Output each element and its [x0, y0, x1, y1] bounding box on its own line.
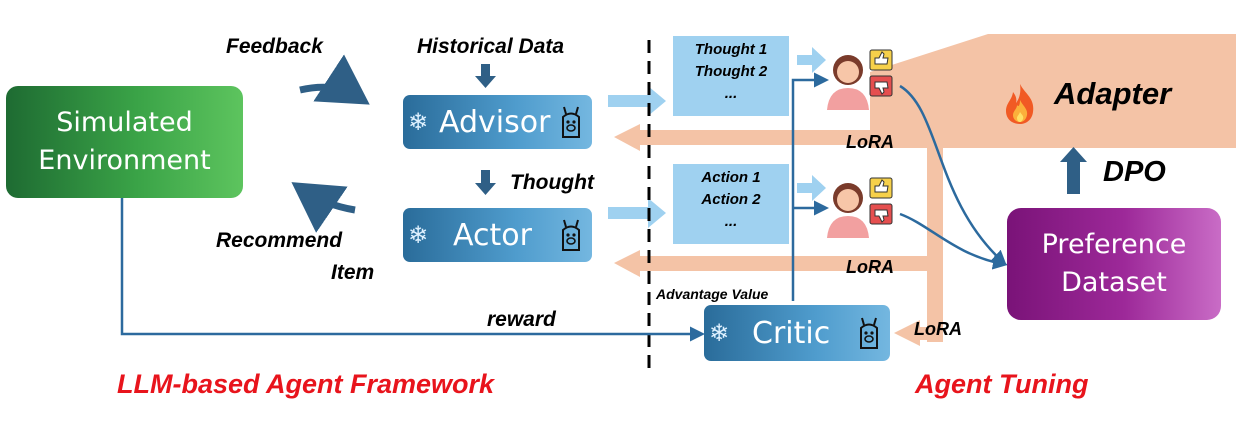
- snowflake-icon: ❄: [408, 108, 429, 136]
- critic-node: ❄ Critic: [704, 305, 890, 361]
- reward-connector: [120, 198, 705, 342]
- lora-connectors: [614, 124, 943, 346]
- llama-icon: [860, 317, 878, 349]
- thought-line3: ...: [724, 85, 738, 102]
- adapter-shape: [988, 34, 1236, 148]
- actor-node: ❄ Actor: [403, 208, 592, 262]
- output-arrows: [608, 47, 826, 228]
- item-label: Item: [331, 261, 375, 284]
- lora-label-actor: LoRA: [846, 257, 894, 277]
- user-feedback-icon: [827, 49, 893, 110]
- environment-line2: Environment: [38, 145, 211, 176]
- action-line2: Action 2: [701, 191, 761, 208]
- framework-section-title: LLM-based Agent Framework: [117, 369, 495, 399]
- dpo-arrow: [1067, 162, 1080, 194]
- preference-line2: Dataset: [1061, 267, 1167, 298]
- flow-arrows: [291, 54, 370, 233]
- historical-data-label: Historical Data: [417, 35, 565, 58]
- lora-label-critic: LoRA: [914, 319, 962, 339]
- dpo-label: DPO: [1103, 156, 1166, 188]
- snowflake-icon: ❄: [408, 221, 429, 249]
- lora-label-advisor: LoRA: [846, 132, 894, 152]
- llama-icon: [562, 219, 580, 251]
- advantage-value-label: Advantage Value: [656, 286, 769, 302]
- feedback-label: Feedback: [226, 35, 323, 58]
- snowflake-icon: ❄: [709, 319, 730, 347]
- preference-dataset-node: Preference Dataset: [1007, 208, 1221, 320]
- adapter-label: Adapter: [1054, 76, 1172, 111]
- tuning-section-title: Agent Tuning: [915, 369, 1089, 399]
- reward-label: reward: [487, 308, 556, 331]
- simulated-environment-node: Simulated Environment: [6, 86, 243, 198]
- advisor-node: ❄ Advisor: [403, 95, 592, 149]
- critic-label: Critic: [752, 315, 831, 351]
- recommend-label: Recommend: [216, 229, 343, 252]
- action-output-box: Action 1 Action 2 ...: [673, 164, 789, 244]
- actor-label: Actor: [453, 217, 532, 253]
- llama-icon: [562, 106, 580, 138]
- thought-label: Thought: [510, 171, 594, 194]
- advisor-label: Advisor: [439, 104, 551, 140]
- fire-icon: [1006, 84, 1034, 124]
- thought-output-box: Thought 1 Thought 2 ...: [673, 36, 789, 116]
- user-feedback-icon: [827, 177, 893, 238]
- action-line3: ...: [724, 213, 738, 230]
- action-line1: Action 1: [701, 169, 761, 186]
- thought-line1: Thought 1: [694, 41, 768, 58]
- environment-line1: Simulated: [56, 107, 193, 139]
- preference-line1: Preference: [1041, 229, 1187, 261]
- thought-line2: Thought 2: [694, 63, 768, 80]
